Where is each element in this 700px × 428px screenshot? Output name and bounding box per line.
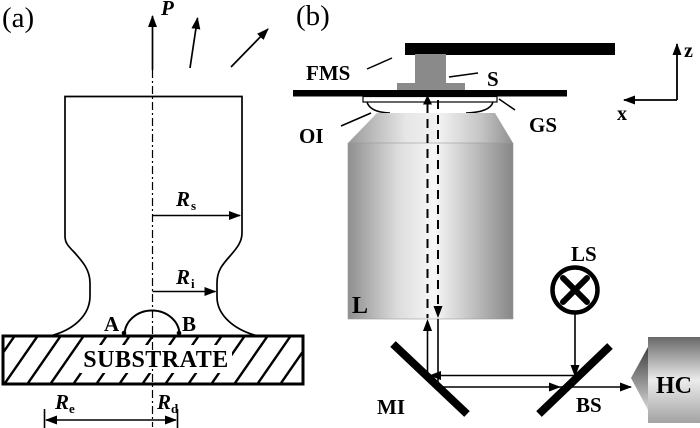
rd-label: R [156, 390, 171, 414]
light-source [550, 265, 600, 377]
holder-bar [293, 90, 567, 97]
fms-leader [366, 57, 393, 70]
base-dimension [43, 409, 179, 428]
oil-leader [340, 112, 372, 127]
probe-outline [49, 95, 259, 337]
substrate-label-backing [80, 345, 232, 373]
sample-label: S [487, 67, 499, 91]
camera-body [648, 337, 700, 423]
lens-body [347, 142, 514, 320]
coordinate-axes: z x [617, 40, 693, 125]
rd-label-sub: d [171, 401, 179, 416]
panel-b: (b) L [293, 0, 700, 423]
camera-cone [631, 347, 648, 410]
force-arrow-oblique [230, 28, 269, 68]
substrate-border [1, 334, 305, 386]
panel-a-label: (a) [2, 2, 34, 34]
mirror-label: MI [377, 395, 405, 419]
rs-label-sub: s [191, 198, 196, 213]
beam-arrow-down-tip [433, 306, 443, 318]
contact-dot-b [176, 330, 182, 336]
lens-nose [348, 113, 513, 143]
re-label: R [54, 390, 69, 414]
beam-arrow-up-tip [423, 319, 432, 331]
substrate: SUBSTRATE [1, 334, 305, 386]
oil-label: OI [299, 124, 324, 148]
oil-fillet-left [366, 101, 391, 114]
re-label-sub: e [69, 401, 75, 416]
sample-stem [415, 54, 446, 85]
oil-fillet-right [465, 101, 494, 114]
x-axis-label: x [617, 103, 627, 125]
force-arrow-tilted [189, 17, 201, 69]
glass-label: GS [529, 113, 557, 137]
fms-bar [405, 43, 615, 55]
contact-label-a: A [104, 312, 120, 336]
beam-mid-arrow [549, 382, 561, 392]
ri-label-sub: i [191, 276, 195, 291]
beam-arrow-at-sample [423, 95, 432, 105]
light-source-x2 [560, 275, 590, 305]
beam-splitter [536, 343, 613, 417]
beam-splitter-label: BS [576, 393, 602, 417]
mirror [390, 341, 470, 417]
z-axis-label: z [684, 40, 693, 62]
fms-label: FMS [306, 61, 350, 85]
beam-dashed [426, 100, 439, 318]
glass-leader [498, 98, 516, 111]
sample-leader [448, 72, 479, 78]
panel-b-label: (b) [296, 0, 330, 32]
contact-label-b: B [182, 312, 196, 336]
contact-dot-a [121, 330, 127, 336]
sample-foot [397, 83, 465, 91]
lens-label: L [352, 293, 368, 319]
force-label-p: P [160, 0, 174, 20]
light-source-label: LS [571, 242, 597, 266]
substrate-label: SUBSTRATE [83, 347, 228, 373]
camera-label: HC [656, 373, 692, 399]
ri-label: R [175, 265, 190, 289]
force-arrows [148, 15, 269, 70]
rs-label: R [175, 187, 190, 211]
panel-a: (a) SUBSTRATE A B [1, 0, 305, 428]
